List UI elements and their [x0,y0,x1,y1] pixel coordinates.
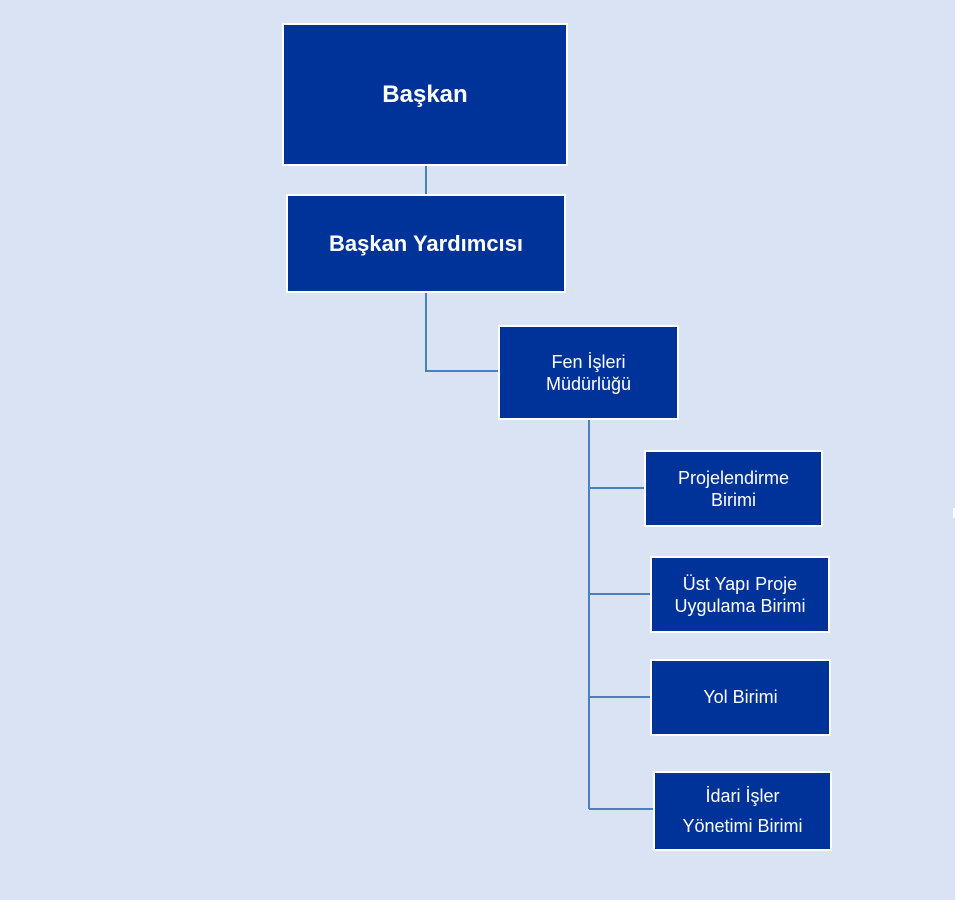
node-ust-yapi[interactable]: Üst Yapı Proje Uygulama Birimi [650,556,830,633]
node-baskan-yardimcisi[interactable]: Başkan Yardımcısı [286,194,566,293]
node-yol[interactable]: Yol Birimi [650,659,831,736]
node-fen-isleri-line1: Fen İşleri [551,351,626,372]
node-projelendirme[interactable]: Projelendirme Birimi [644,450,823,527]
node-idari-isler[interactable]: İdari İşler Yönetimi Birimi [653,771,832,851]
node-ust-yapi-line2: Uygulama Birimi [674,595,806,616]
node-idari-isler-line1: İdari İşler [705,786,780,806]
node-ust-yapi-line1: Üst Yapı Proje [682,573,798,594]
node-fen-isleri-line2: Müdürlüğü [545,373,632,394]
node-projelendirme-line1: Projelendirme [677,467,790,488]
node-baskan[interactable]: Başkan [282,23,568,166]
node-baskan-label: Başkan [382,80,468,108]
node-idari-isler-line2: Yönetimi Birimi [682,816,803,836]
node-baskan-yardimcisi-label: Başkan Yardımcısı [328,230,524,256]
node-yol-label: Yol Birimi [703,687,778,707]
edge-marker [953,508,959,518]
node-projelendirme-line2: Birimi [711,489,756,510]
connector-yardimci-fen [425,292,499,372]
node-fen-isleri[interactable]: Fen İşleri Müdürlüğü [498,325,679,420]
